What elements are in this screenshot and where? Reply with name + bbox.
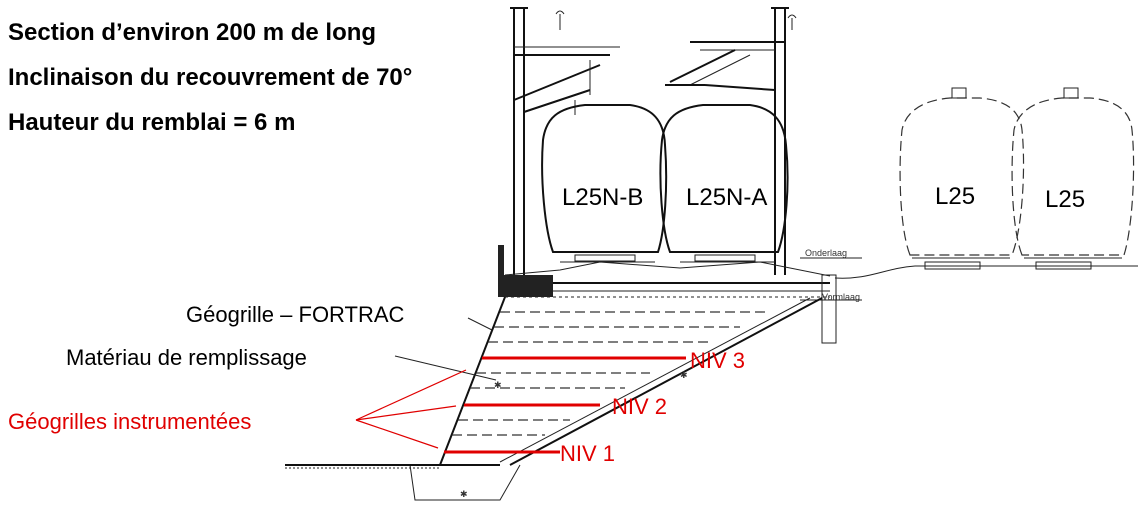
track-label-l25n-a: L25N-A bbox=[686, 184, 767, 211]
embankment-body: ✱ ✱ ✱ bbox=[285, 296, 823, 501]
track-label-l25n-b: L25N-B bbox=[562, 184, 643, 211]
callout-geogrid-fortrac: Géogrille – FORTRAC bbox=[186, 302, 405, 327]
leader-geogrid bbox=[467, 317, 493, 331]
svg-text:✱: ✱ bbox=[494, 380, 502, 390]
leader-fill bbox=[394, 355, 497, 381]
track-label-l25-right: L25 bbox=[1045, 186, 1085, 213]
leader-instrumented-2 bbox=[355, 405, 457, 421]
leader-instrumented-1 bbox=[355, 419, 439, 449]
cable-trough bbox=[498, 275, 553, 297]
level-label-niv2: NIV 2 bbox=[612, 394, 667, 419]
track-label-l25-left: L25 bbox=[935, 183, 975, 210]
callout-instrumented-geogrids: Géogrilles instrumentées bbox=[8, 409, 251, 434]
leader-instrumented-3 bbox=[355, 369, 467, 421]
train-profile-l25n-b bbox=[541, 104, 668, 263]
level-label-niv3: NIV 3 bbox=[690, 348, 745, 373]
track-platform bbox=[498, 245, 862, 344]
train-profile-l25-left bbox=[899, 87, 1025, 270]
catenary-mast-right bbox=[665, 7, 797, 275]
layer-label-vormlaag: Vormlaag bbox=[822, 292, 860, 302]
train-profile-l25-right bbox=[1011, 87, 1135, 270]
callout-fill-material: Matériau de remplissage bbox=[66, 345, 307, 370]
layer-label-onderlaag: Onderlaag bbox=[805, 248, 847, 258]
catenary-mast-left bbox=[510, 7, 620, 280]
level-label-niv1: NIV 1 bbox=[560, 441, 615, 466]
svg-text:✱: ✱ bbox=[460, 489, 468, 499]
existing-ground-line bbox=[834, 265, 1138, 279]
header-section-length: Section d’environ 200 m de long bbox=[8, 19, 376, 46]
train-profile-l25n-a bbox=[659, 104, 789, 263]
svg-text:✱: ✱ bbox=[680, 370, 688, 380]
header-inclination: Inclinaison du recouvrement de 70° bbox=[8, 64, 412, 91]
header-height: Hauteur du remblai = 6 m bbox=[8, 109, 295, 136]
